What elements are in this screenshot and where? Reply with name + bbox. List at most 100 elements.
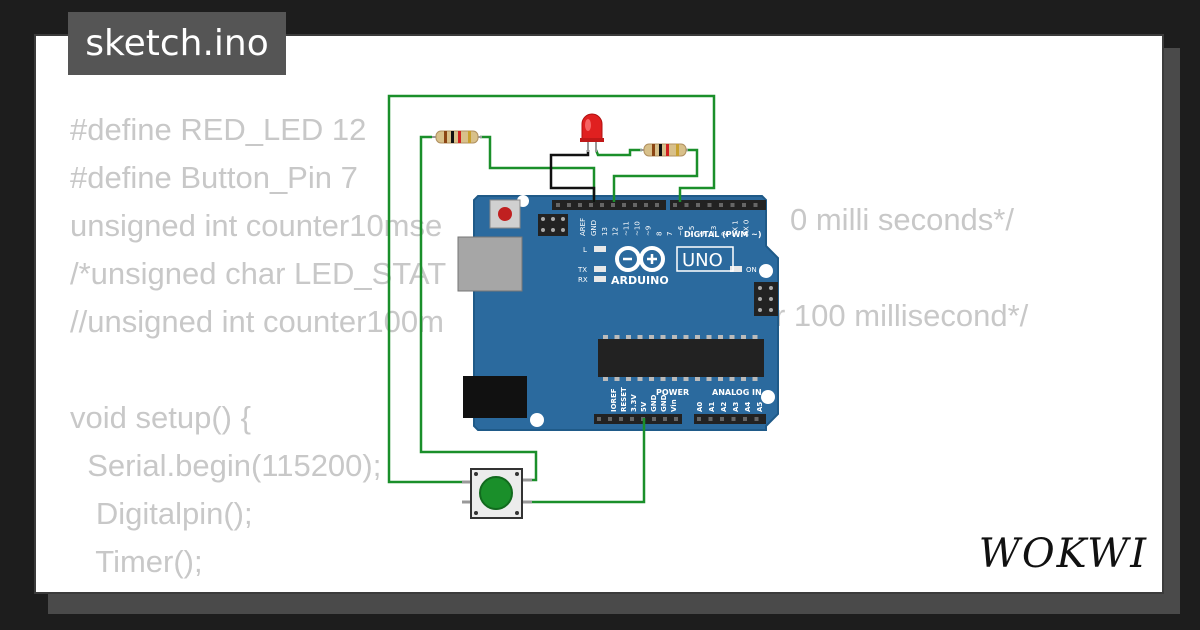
header-hole (567, 203, 571, 207)
model-box (676, 246, 734, 272)
pin-label: 2 (721, 232, 729, 236)
pin-label: 7 (666, 232, 674, 236)
code-line: //unsigned int counter100m (70, 304, 444, 339)
header-hole (644, 203, 648, 207)
red-led[interactable] (580, 113, 604, 152)
header-holes (556, 203, 759, 421)
code-background: #define RED_LED 12 #define Button_Pin 7 … (70, 106, 446, 592)
pin-label: RESET (620, 387, 628, 412)
pin-label: AREF (579, 218, 587, 236)
digital-header-right (670, 200, 766, 210)
header-hole (720, 417, 724, 421)
chip-pin (660, 377, 666, 381)
pin-label: 13 (601, 227, 609, 236)
pin-label: ~3 (710, 226, 718, 236)
header-hole (742, 203, 746, 207)
chip-pin (649, 335, 654, 339)
icsp-header-right (754, 282, 778, 316)
header-hole (674, 417, 678, 421)
wire-resistor-gnd (480, 135, 596, 202)
led-label-tx: TX (577, 266, 587, 274)
wires (387, 94, 716, 504)
sketch-title-tab[interactable]: sketch.ino (68, 12, 286, 75)
code-tail: r 100 millisecond*/ (775, 298, 1029, 333)
chip-pin (626, 377, 631, 381)
pin-label: Vin (670, 399, 678, 412)
chip-pin (649, 377, 654, 381)
chip-pin (614, 335, 620, 339)
power-label: POWER (656, 388, 689, 397)
chip-pins (603, 335, 758, 381)
pin-label: 3.3V (630, 394, 638, 412)
header-hole (578, 203, 582, 207)
header-hole (611, 203, 615, 207)
header-hole (731, 417, 736, 421)
mount-hole (759, 264, 773, 278)
pin-label: A2 (720, 402, 728, 412)
wire-led-gnd (549, 150, 596, 202)
led-tx (594, 266, 606, 272)
pin-label: ~11 (623, 221, 631, 236)
code-tail: 0 milli seconds*/ (790, 202, 1014, 237)
pin-label: GND (650, 394, 658, 412)
pin-label: GND (590, 220, 598, 236)
pin-label: A1 (708, 402, 716, 412)
pin-label: 5V (640, 401, 648, 412)
header-hole (655, 203, 659, 207)
pin-label: RX 0 (743, 220, 751, 236)
header-hole (743, 417, 747, 421)
header-hole (633, 203, 637, 207)
resistor-1[interactable] (432, 130, 482, 144)
header-hole (630, 417, 634, 421)
header-hole (730, 203, 735, 207)
arduino-logo-text: ARDUINO (611, 274, 669, 287)
led-l (594, 246, 606, 252)
header-hole (673, 203, 677, 207)
header-hole (619, 417, 623, 421)
mount-hole (530, 413, 544, 427)
pin-label: 12 (612, 227, 620, 236)
chip-pin (741, 335, 746, 339)
chip-pin (683, 377, 689, 381)
chip-pin (660, 335, 666, 339)
header-hole (684, 203, 689, 207)
chip-pin (626, 335, 631, 339)
header-hole (600, 203, 604, 207)
chip-pin (718, 335, 723, 339)
code-line: Timer(); (70, 544, 203, 579)
pin-label: A3 (732, 402, 740, 412)
pin-label: ~6 (677, 225, 685, 236)
pin-label: 4 (699, 231, 707, 236)
chip-pin (672, 335, 677, 339)
chip-pin (718, 377, 723, 381)
led-label-rx: RX (578, 276, 588, 284)
code-line: #define Button_Pin 7 (70, 160, 358, 195)
chip-pin (706, 335, 712, 339)
chip-pin (752, 335, 758, 339)
pin-label: A5 (756, 402, 764, 412)
model-text: UNO (682, 250, 723, 271)
icsp-header (538, 214, 568, 236)
usb-port (457, 236, 523, 292)
wokwi-logo[interactable]: WOKWI (979, 531, 1148, 577)
code-line: Digitalpin(); (70, 496, 253, 531)
reset-button-cap (498, 207, 512, 221)
push-button[interactable] (462, 468, 532, 519)
resistor-2[interactable] (640, 143, 688, 157)
atmega-chip (598, 339, 764, 377)
header-hole (597, 417, 601, 421)
chip-pin (637, 377, 643, 381)
code-line: #define RED_LED 12 (70, 112, 367, 147)
header-hole (697, 417, 701, 421)
header-hole (754, 417, 759, 421)
arduino-logo-icon (615, 246, 665, 272)
chip-pin (695, 335, 700, 339)
wire-resistor-pin12 (612, 148, 699, 202)
header-hole (622, 203, 626, 207)
pin-label: ~9 (644, 226, 652, 236)
